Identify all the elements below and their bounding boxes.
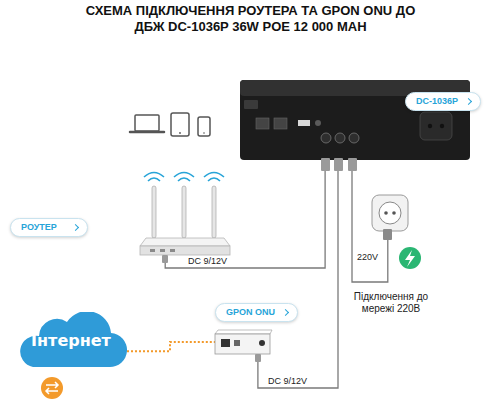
router-port: [160, 249, 165, 252]
device-tag: GPON ONU: [215, 303, 298, 322]
router-front: [140, 246, 230, 255]
onu-dc-socket: [259, 340, 265, 346]
usb-port: [298, 120, 310, 126]
rj45-port: [274, 118, 287, 129]
router-antenna: [152, 186, 156, 238]
cable-plug: [321, 158, 330, 171]
wifi-waves: [144, 173, 164, 182]
cable-plug: [334, 158, 343, 171]
cable-plug: [162, 255, 168, 263]
voltage-label: DC 9/12V: [268, 376, 307, 387]
outlet-box: Підключення до мережі 220В: [372, 195, 408, 231]
onu-port: [221, 339, 230, 347]
onu-body: [215, 334, 270, 354]
voltage-label: 220V: [357, 252, 378, 263]
router-top: [140, 238, 230, 246]
client-devices: [130, 113, 210, 136]
outlet-hole: [392, 211, 396, 215]
tablet-button: [179, 132, 181, 134]
router-port: [150, 249, 155, 252]
power-note: Підключення до мережі 220В: [348, 291, 434, 315]
router-device: [140, 173, 230, 264]
outlet-hole: [440, 124, 444, 128]
dc-socket: [335, 133, 345, 143]
onu-port: [234, 340, 240, 346]
exchange-badge: [41, 377, 63, 399]
power-badge: [399, 247, 421, 269]
router-antenna: [212, 186, 216, 238]
voltage-label: DC 9/12V: [188, 256, 227, 267]
dc-socket: [321, 133, 331, 143]
outlet-hole: [428, 124, 432, 128]
cloud-label: Інтернет: [15, 332, 127, 350]
device-tag: DC-1036P: [405, 92, 481, 111]
wifi-waves: [174, 173, 194, 182]
diagram-title: СХЕМА ПІДКЛЮЧЕННЯ РОУТЕРА ТА GPON ONU ДО…: [78, 3, 423, 35]
cable-plug: [348, 158, 357, 171]
rj45-port: [256, 118, 269, 129]
outlet-hole: [384, 211, 388, 215]
device-tag: РОУТЕР: [10, 218, 88, 237]
lightning-symbol: [405, 250, 415, 267]
router-box: РОУТЕР: [140, 205, 230, 255]
ups-box: DC-1036P: [240, 80, 470, 160]
ac-input-socket: [349, 133, 359, 143]
wifi-waves: [204, 173, 224, 182]
phone-icon: [198, 117, 210, 136]
wall-outlet: [372, 195, 421, 269]
optical-link: [127, 342, 215, 351]
phone-button: [203, 132, 205, 134]
onu-device: [215, 330, 272, 362]
internet-cloud: Інтернет: [15, 312, 127, 368]
outlet-socket: [379, 202, 401, 224]
exchange-circle: [41, 377, 63, 399]
cable-plug: [383, 229, 392, 240]
onu-top: [215, 330, 272, 334]
cable-plug: [255, 354, 261, 362]
exchange-arrows: [46, 382, 58, 394]
ac-outlet: [420, 112, 452, 140]
router-port: [170, 249, 175, 252]
router-antenna: [182, 186, 186, 238]
power-button: [315, 120, 321, 126]
laptop-base: [130, 131, 164, 134]
outlet-plate: [372, 195, 408, 231]
laptop-screen: [135, 115, 159, 131]
ups-logo-plate: [244, 100, 258, 109]
onu-box: GPON ONU: [215, 330, 270, 354]
tablet-icon: [171, 113, 189, 136]
